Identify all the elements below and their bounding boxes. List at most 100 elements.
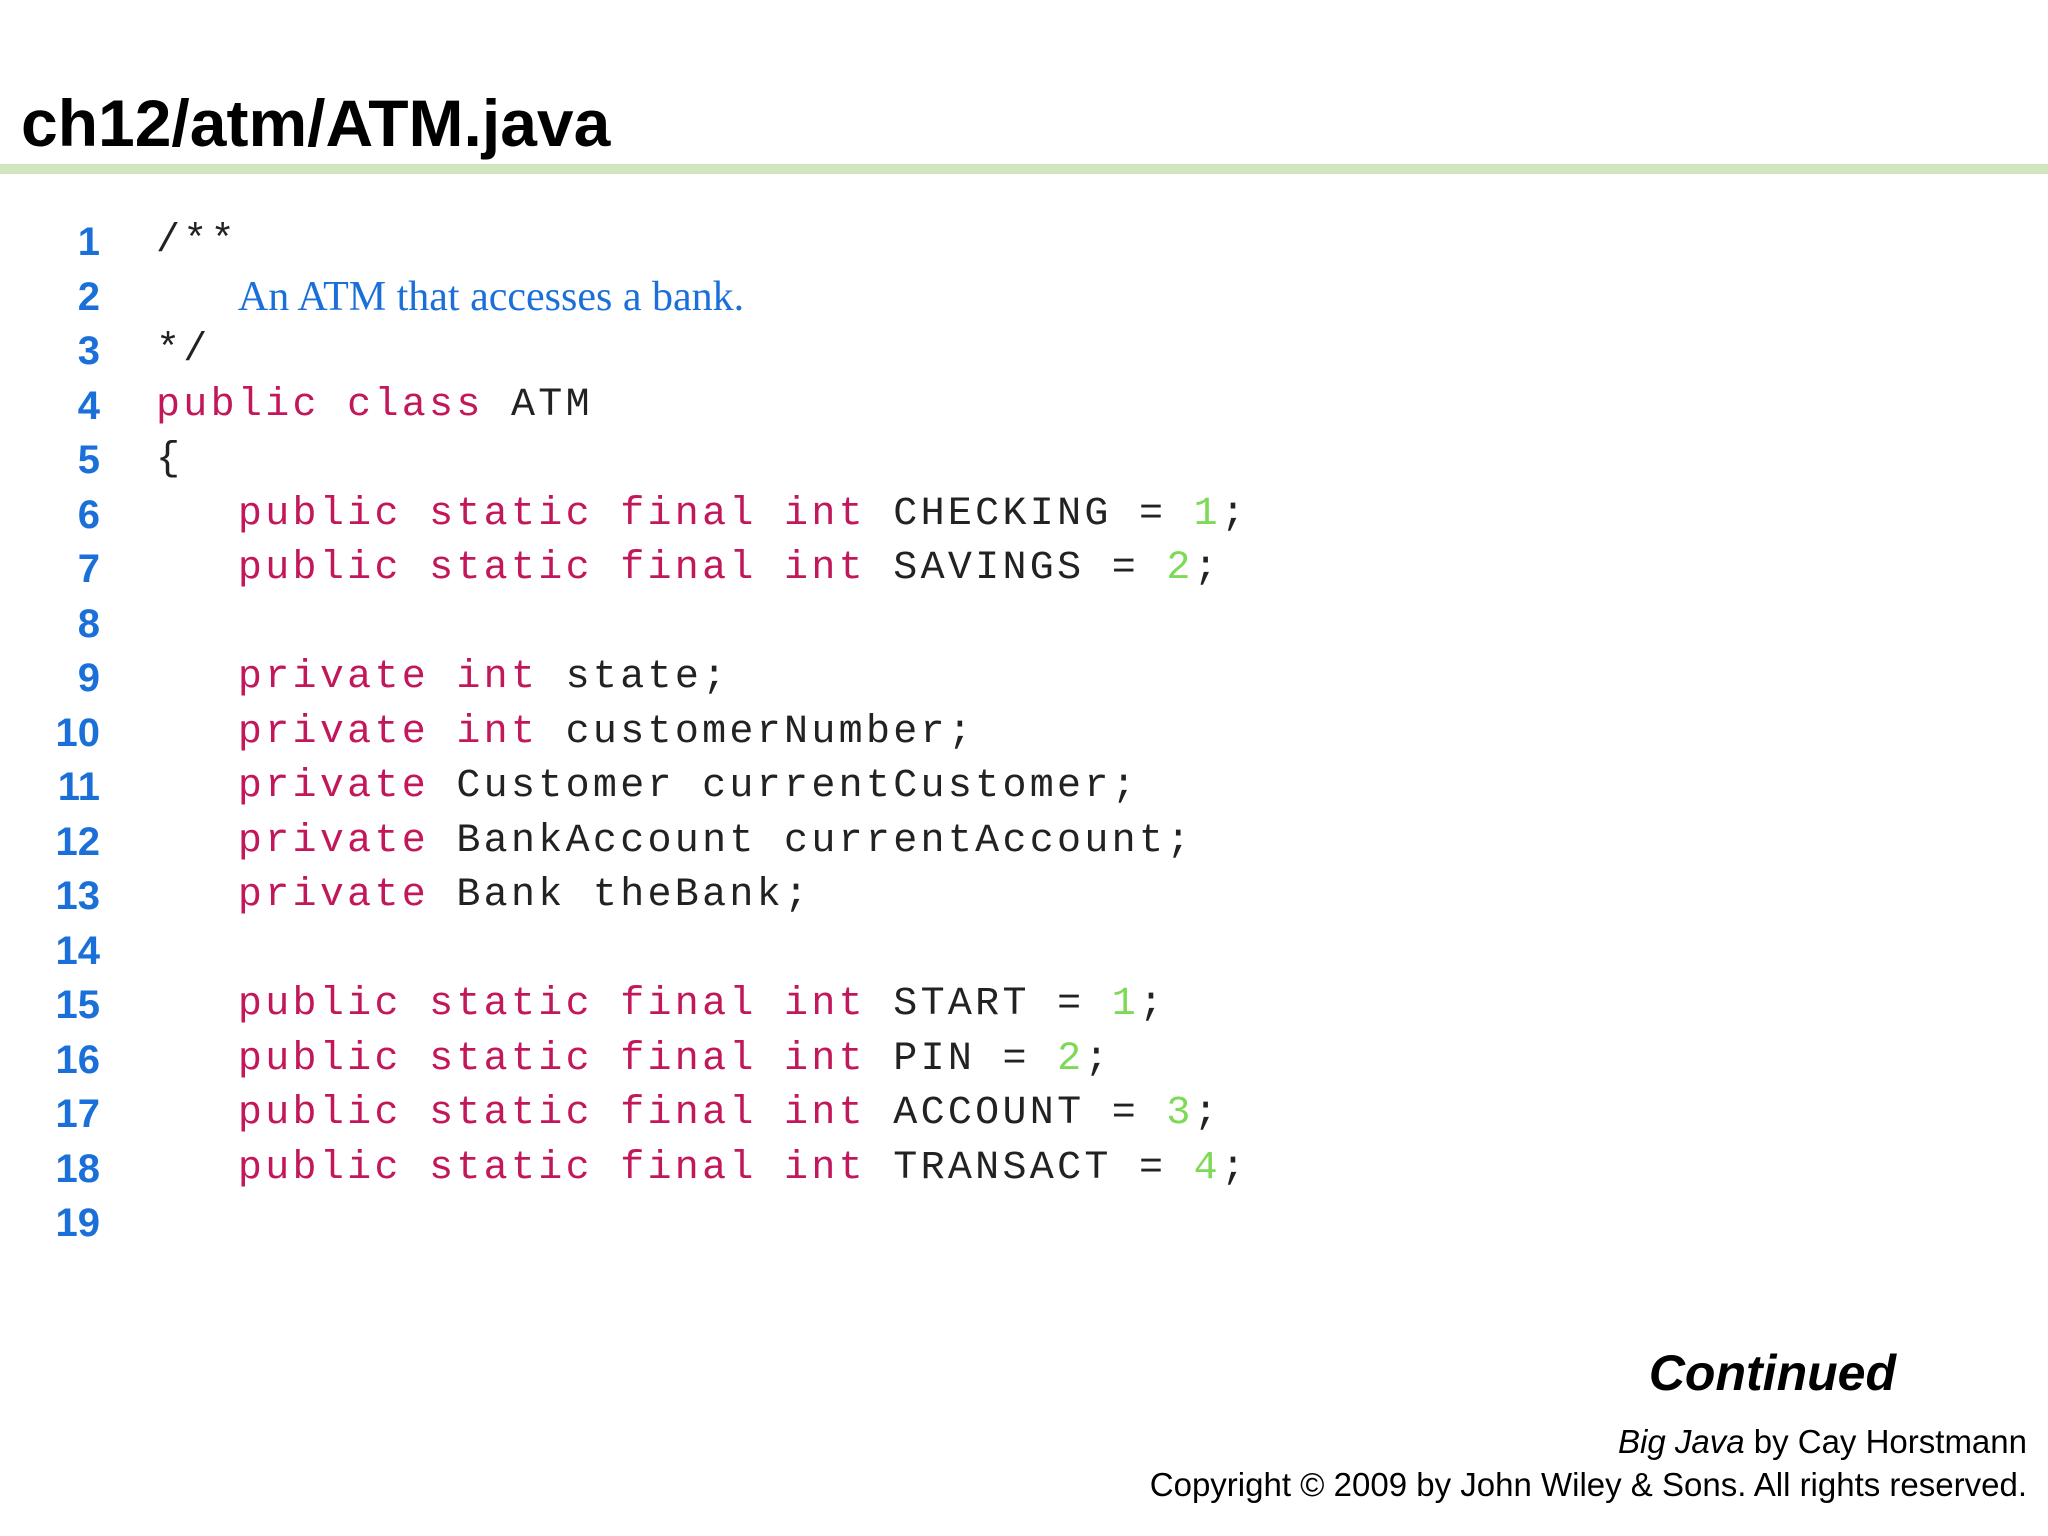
- code-text: public static final int SAVINGS = 2;: [156, 542, 1221, 597]
- code-token: Customer currentCustomer;: [429, 764, 1139, 809]
- line-number: 13: [55, 874, 101, 918]
- code-text: {: [156, 433, 183, 488]
- keyword-token: int: [784, 1091, 866, 1136]
- code-token: [402, 1037, 429, 1082]
- line-number: 15: [55, 983, 101, 1027]
- code-token: [402, 1091, 429, 1136]
- code-line: 9 private int state;: [0, 651, 2048, 706]
- line-number: 12: [55, 819, 101, 864]
- code-token: START =: [865, 982, 1112, 1027]
- code-token: [156, 819, 238, 864]
- code-line: 17 public static final int ACCOUNT = 3;: [0, 1087, 2048, 1142]
- keyword-token: final: [620, 982, 757, 1027]
- code-line: 14: [0, 924, 2048, 979]
- keyword-token: int: [784, 491, 866, 537]
- code-text: /**: [156, 215, 238, 270]
- code-line: 18 public static final int TRANSACT = 4;: [0, 1142, 2048, 1197]
- keyword-token: private: [237, 764, 430, 809]
- code-token: [757, 1146, 784, 1191]
- code-line: 2 An ATM that accesses a bank.: [0, 270, 2048, 325]
- keyword-token: int: [784, 1145, 866, 1191]
- code-token: [156, 655, 238, 700]
- code-token: Bank theBank;: [429, 873, 812, 918]
- code-token: [156, 546, 238, 591]
- line-number: 9: [77, 656, 100, 700]
- code-token: ;: [1084, 1036, 1112, 1082]
- keyword-token: final: [620, 1091, 757, 1136]
- code-line: 15 public static final int START = 1;: [0, 978, 2048, 1033]
- code-text: private BankAccount currentAccount;: [156, 815, 1194, 870]
- line-number: 1: [77, 220, 100, 264]
- comment-text: An ATM that accesses a bank.: [237, 273, 745, 320]
- code-line: 1 /**: [0, 215, 2048, 270]
- code-text: public static final int ACCOUNT = 3;: [156, 1087, 1221, 1142]
- code-token: [757, 492, 784, 537]
- code-text: public static final int PIN = 2;: [156, 1033, 1112, 1088]
- code-token: BankAccount currentAccount;: [429, 818, 1194, 864]
- code-token: SAVINGS =: [865, 546, 1167, 591]
- slide-footer: Big Java by Cay Horstmann Copyright © 20…: [1150, 1420, 2027, 1506]
- code-line: 13 private Bank theBank;: [0, 869, 2048, 924]
- code-token: [402, 546, 429, 591]
- code-line: 7 public static final int SAVINGS = 2;: [0, 542, 2048, 597]
- code-token: CHECKING =: [865, 491, 1194, 537]
- code-token: [402, 1146, 429, 1191]
- code-token: TRANSACT =: [865, 1145, 1194, 1191]
- line-number: 7: [77, 547, 100, 591]
- code-token: ;: [1139, 982, 1167, 1027]
- keyword-token: static: [429, 1145, 593, 1191]
- title-divider: [0, 164, 2048, 174]
- book-title: Big Java: [1617, 1423, 1745, 1460]
- code-token: ATM: [483, 382, 593, 428]
- keyword-token: public: [237, 1145, 402, 1191]
- line-number: 11: [57, 765, 100, 809]
- keyword-token: public: [237, 1091, 402, 1136]
- code-text: private Customer currentCustomer;: [156, 760, 1139, 815]
- code-token: [156, 873, 238, 918]
- code-line: 16 public static final int PIN = 2;: [0, 1033, 2048, 1088]
- code-token: [757, 1091, 784, 1136]
- number-token: 3: [1166, 1091, 1194, 1136]
- code-text: public static final int CHECKING = 1;: [156, 488, 1248, 543]
- keyword-token: public: [156, 382, 320, 428]
- code-token: [757, 546, 784, 591]
- code-token: [429, 655, 456, 700]
- line-number: 6: [77, 492, 100, 537]
- keyword-token: int: [456, 709, 539, 755]
- code-line: 6 public static final int CHECKING = 1;: [0, 488, 2048, 543]
- keyword-token: int: [784, 1036, 866, 1082]
- code-line: 5{: [0, 433, 2048, 488]
- code-token: [156, 492, 238, 537]
- code-token: ACCOUNT =: [865, 1091, 1167, 1136]
- comment-token: [156, 278, 238, 323]
- code-token: ;: [1193, 546, 1221, 591]
- author-line: by Cay Horstmann: [1744, 1423, 2027, 1460]
- line-number: 18: [55, 1146, 101, 1191]
- book-credit: Big Java by Cay Horstmann: [1150, 1420, 2027, 1463]
- keyword-token: static: [429, 546, 593, 591]
- keyword-token: static: [429, 1091, 593, 1136]
- slide-title: ch12/atm/ATM.java: [21, 86, 611, 160]
- code-token: [402, 492, 429, 537]
- line-number: 8: [77, 601, 100, 646]
- keyword-token: private: [237, 655, 430, 700]
- keyword-token: final: [620, 491, 757, 537]
- comment-token: /**: [156, 219, 238, 264]
- keyword-token: final: [620, 1036, 757, 1082]
- code-line: 3*/: [0, 324, 2048, 379]
- code-token: customerNumber;: [538, 709, 976, 755]
- code-token: [156, 1037, 238, 1082]
- code-token: [757, 1037, 784, 1082]
- keyword-token: int: [784, 982, 866, 1027]
- number-token: 1: [1193, 491, 1221, 537]
- code-token: [156, 1146, 238, 1191]
- keyword-token: int: [784, 546, 866, 591]
- line-number: 14: [55, 928, 101, 973]
- comment-token: */: [156, 328, 211, 373]
- code-text: */: [156, 324, 211, 379]
- code-token: [593, 1037, 620, 1082]
- number-token: 2: [1057, 1036, 1085, 1082]
- code-token: [757, 982, 784, 1027]
